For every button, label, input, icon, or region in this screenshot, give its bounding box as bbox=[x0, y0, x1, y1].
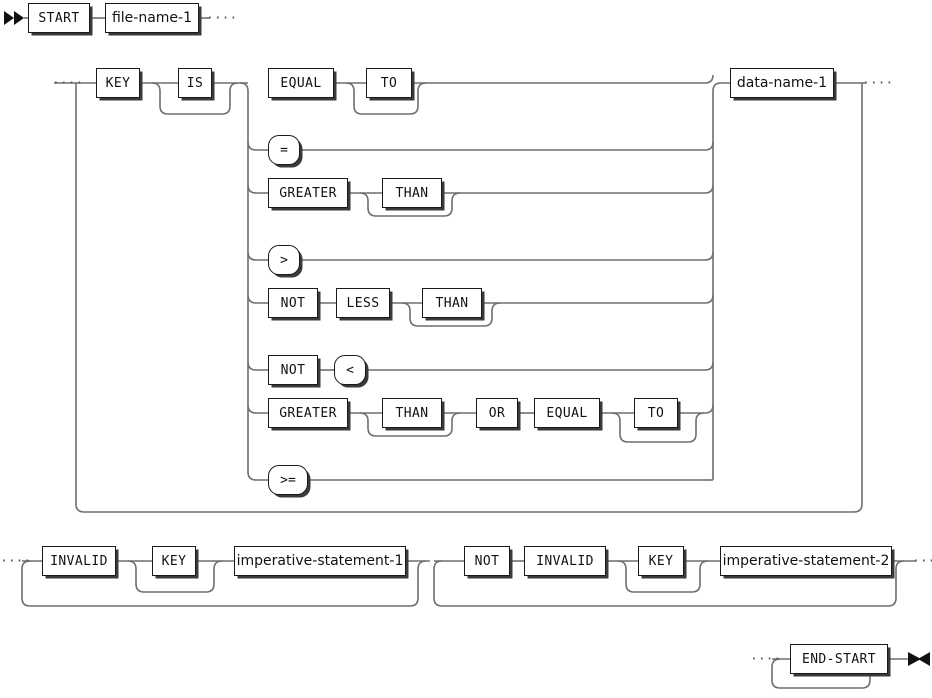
node-equal-2[interactable]: EQUAL bbox=[534, 398, 600, 428]
node-end-start[interactable]: END-START bbox=[790, 644, 888, 674]
node-greater-sign[interactable]: > bbox=[268, 245, 300, 275]
row2-rails bbox=[54, 82, 248, 115]
node-to[interactable]: TO bbox=[366, 68, 412, 98]
node-file-name-1[interactable]: file-name-1 bbox=[105, 3, 199, 33]
dots-row1: ···· bbox=[206, 11, 237, 26]
node-than[interactable]: THAN bbox=[382, 178, 442, 208]
outer-loop-rails bbox=[75, 83, 863, 513]
end-arrow-icon bbox=[908, 652, 930, 666]
node-than-3[interactable]: THAN bbox=[382, 398, 442, 428]
node-or[interactable]: OR bbox=[476, 398, 518, 428]
node-equal-sign[interactable]: = bbox=[268, 135, 300, 165]
branch-greater-than-rails bbox=[348, 192, 705, 217]
branch-left-spine bbox=[239, 82, 268, 481]
node-imperative-statement-1[interactable]: imperative-statement-1 bbox=[234, 546, 406, 576]
node-greater-2[interactable]: GREATER bbox=[268, 398, 348, 428]
dots-row2-lead: ···· bbox=[52, 76, 83, 91]
node-key-2[interactable]: KEY bbox=[152, 546, 196, 576]
branch-right-spine bbox=[704, 82, 730, 481]
node-less[interactable]: LESS bbox=[336, 288, 390, 318]
node-not-2[interactable]: NOT bbox=[268, 355, 318, 385]
branch-not-less-than-rails bbox=[318, 302, 705, 327]
invalid-key-rails bbox=[21, 560, 430, 607]
dots-endstart: ···· bbox=[750, 652, 781, 667]
node-invalid-2[interactable]: INVALID bbox=[524, 546, 606, 576]
node-key[interactable]: KEY bbox=[96, 68, 140, 98]
start-arrow-icon bbox=[4, 11, 24, 25]
node-to-2[interactable]: TO bbox=[634, 398, 678, 428]
branch-greater-or-equal-rails bbox=[348, 412, 705, 443]
node-less-sign[interactable]: < bbox=[334, 355, 366, 385]
node-greater-equal-sign[interactable]: >= bbox=[268, 465, 308, 495]
dots-invalid-lead: ···· bbox=[0, 554, 31, 569]
node-not-3[interactable]: NOT bbox=[464, 546, 510, 576]
node-key-3[interactable]: KEY bbox=[638, 546, 684, 576]
node-invalid-1[interactable]: INVALID bbox=[42, 546, 116, 576]
node-than-2[interactable]: THAN bbox=[422, 288, 482, 318]
node-start[interactable]: START bbox=[28, 3, 90, 33]
node-equal[interactable]: EQUAL bbox=[268, 68, 334, 98]
dots-dataname: ···· bbox=[862, 76, 893, 91]
node-is[interactable]: IS bbox=[178, 68, 212, 98]
node-not-1[interactable]: NOT bbox=[268, 288, 318, 318]
not-invalid-key-rails bbox=[433, 560, 916, 607]
dots-invalid-tail: ···· bbox=[912, 554, 932, 569]
node-imperative-statement-2[interactable]: imperative-statement-2 bbox=[720, 546, 892, 576]
node-data-name-1[interactable]: data-name-1 bbox=[730, 68, 834, 98]
branch-equal-to-rails bbox=[334, 74, 714, 115]
node-greater[interactable]: GREATER bbox=[268, 178, 348, 208]
